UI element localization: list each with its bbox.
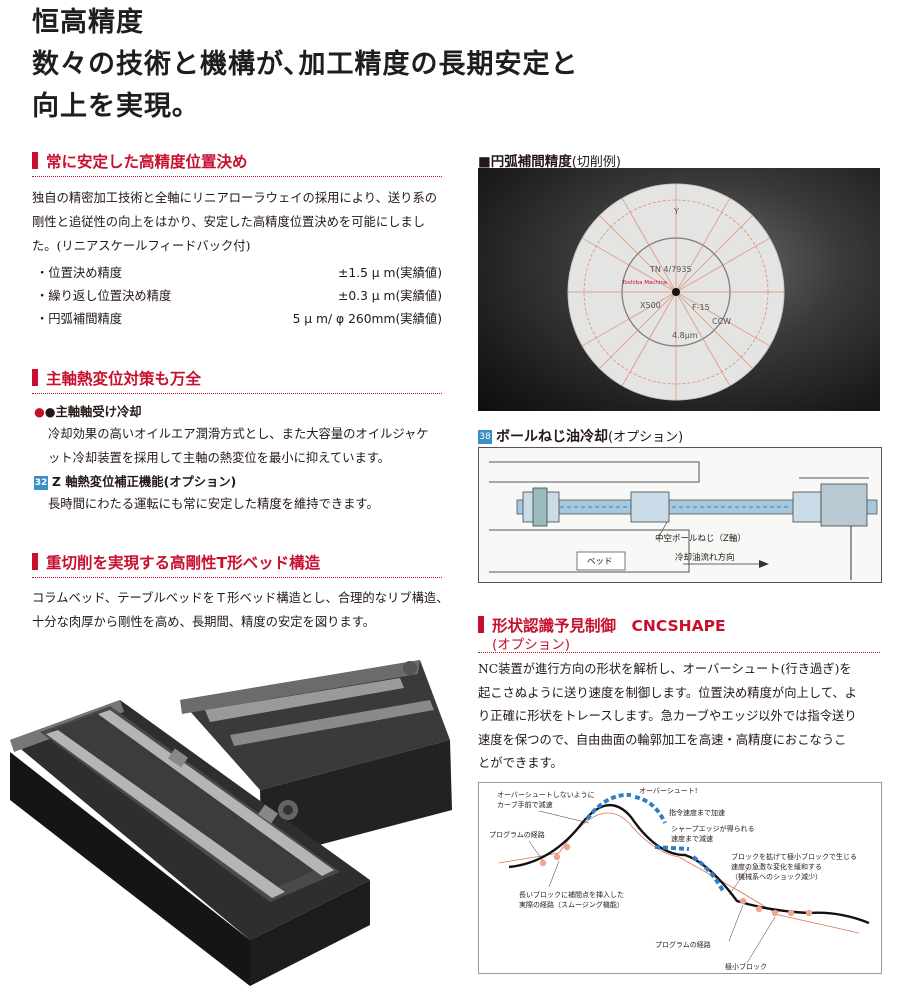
annotation-text: プログラムの経路: [655, 940, 711, 949]
spindle-cooling-title: ●●主軸軸受け冷却: [34, 405, 142, 419]
spindle-cooling-title-text: ●主軸軸受け冷却: [44, 405, 142, 419]
spindle-cooling-body: 冷却効果の高いオイルエア潤滑方式とし、また大容量のオイルジャケ ット冷却装置を採…: [48, 422, 464, 470]
circular-plate-photo: Y TN 4/7935 Toshiba Machine X500 F-15 CC…: [478, 168, 880, 411]
coolant-flow-label: 冷却油流れ方向: [675, 552, 735, 563]
option-number-badge: 38: [478, 429, 492, 444]
section-bed-header: 重切削を実現する高剛性T形ベッド構造: [32, 551, 442, 578]
annotation-text: ブロックを拡げて極小ブロックで生じる: [731, 852, 857, 861]
spec-label: ・円弧補間精度: [36, 312, 123, 326]
positioning-body-line: 剛性と追従性の向上をはかり、安定した高精度位置決めを可能にしまし: [32, 215, 426, 229]
ballscrew-header: 38 ボールねじ油冷却(オプション): [478, 426, 683, 446]
ballscrew-diagram: 中空ボールねじ（Z軸） ベッド 冷却油流れ方向: [478, 447, 882, 583]
cncshape-path-diagram: オーバーシュートしないように カーブ手前で減速 オーバーシュート! 指令速度まで…: [489, 787, 870, 971]
cncshape-body-line: とができます。: [478, 756, 563, 770]
section-cncshape-header: 形状認識予見制御 CNCSHAPE (オプション): [478, 614, 880, 653]
ballscrew-schematic: 中空ボールねじ（Z軸） ベッド 冷却油流れ方向: [489, 461, 878, 580]
plate-mark: CCW: [712, 317, 731, 326]
annotation-text: 長いブロックに補間点を挿入した: [519, 890, 624, 899]
plate-mark: Y: [673, 207, 679, 216]
annotation-text: シャープエッジが得られる: [671, 824, 755, 833]
cncshape-body-line: NC装置が進行方向の形状を解析し、オーバーシュート(行き過ぎ)を: [478, 662, 852, 676]
section-bed-title: 重切削を実現する高剛性T形ベッド構造: [46, 554, 321, 572]
bed-body-line: 十分な肉厚から剛性を高め、長期間、精度の安定を図ります。: [32, 615, 376, 629]
section-marker: [32, 152, 38, 169]
annotation-text: カーブ手前で減速: [497, 800, 553, 809]
z-axis-comp-title: 32 Z 軸熱変位補正機能(オプション): [34, 472, 464, 490]
circular-plate-illustration: Y TN 4/7935 Toshiba Machine X500 F-15 CC…: [567, 183, 785, 401]
spindle-cooling-line: 冷却効果の高いオイルエア潤滑方式とし、また大容量のオイルジャケ: [48, 427, 429, 441]
z-axis-comp-title-text: Z 軸熱変位補正機能(オプション): [52, 475, 237, 489]
section-marker: [478, 616, 484, 633]
cncshape-body-line: 速度を保つので、自由曲面の輪郭加工を高速・高精度におこなうこ: [478, 732, 847, 747]
option-number-badge: 32: [34, 475, 48, 490]
plate-mark: TN 4/7935: [649, 265, 692, 274]
annotation-text: 極小ブロック: [725, 962, 767, 971]
circular-accuracy-title: ■円弧補間精度: [478, 154, 572, 170]
z-axis-comp-body: 長時間にわたる運転にも常に安定した精度を維持できます。: [48, 497, 379, 511]
plate-mark: Toshiba Machine: [621, 280, 668, 286]
spindle-cooling-line: ット冷却装置を採用して主軸の熱変位を最小に抑えています。: [48, 451, 391, 465]
spec-label: ・位置決め精度: [36, 266, 123, 280]
annotation-text: プログラムの経路: [489, 830, 545, 839]
section-cncshape-title: 形状認識予見制御 CNCSHAPE: [492, 617, 726, 635]
bed-body: コラムベッド、テーブルベッドをＴ形ベッド構造とし、合理的なリブ構造、 十分な肉厚…: [32, 586, 462, 634]
annotation-text: オーバーシュートしないように: [497, 791, 595, 799]
ballscrew-suffix: (オプション): [608, 430, 684, 445]
spec-value: ±0.3 μ m(実績値): [338, 289, 442, 303]
hollow-ballscrew-label: 中空ボールねじ（Z軸）: [655, 533, 746, 544]
section-thermal-title: 主軸熱変位対策も万全: [46, 370, 202, 388]
annotation-text: 指令速度まで加速: [669, 808, 725, 817]
page-headline: 恒高精度 数々の技術と機構が､加工精度の長期安定と 向上を実現｡: [32, 2, 579, 128]
positioning-body-line: 独自の精密加工技術と全軸にリニアローラウェイの採用により、送り系の: [32, 191, 438, 205]
section-positioning-header: 常に安定した高精度位置決め: [32, 150, 442, 177]
annotation-text: オーバーシュート!: [639, 787, 698, 795]
circular-accuracy-header: ■円弧補間精度(切削例): [478, 150, 621, 170]
cncshape-body: NC装置が進行方向の形状を解析し、オーバーシュート(行き過ぎ)を 起こさぬように…: [478, 658, 883, 776]
plate-mark: X500: [640, 301, 661, 310]
cncshape-diagram: オーバーシュートしないように カーブ手前で減速 オーバーシュート! 指令速度まで…: [478, 782, 882, 974]
positioning-body-line: た。(リニアスケールフィードバック付): [32, 239, 251, 253]
section-thermal-header: 主軸熱変位対策も万全: [32, 367, 442, 394]
ballscrew-title: ボールねじ油冷却: [496, 429, 608, 445]
thermal-content: ●●主軸軸受け冷却 冷却効果の高いオイルエア潤滑方式とし、また大容量のオイルジャ…: [34, 402, 464, 516]
plate-mark: 4.8μm: [672, 331, 698, 340]
bed-label: ベッド: [587, 557, 613, 567]
headline-line-3: 向上を実現｡: [32, 91, 187, 122]
spec-value: 5 μ m/ φ 260mm(実績値): [292, 312, 442, 326]
section-positioning-title: 常に安定した高精度位置決め: [46, 153, 248, 171]
section-cncshape-subtitle: (オプション): [492, 637, 571, 653]
positioning-body: 独自の精密加工技術と全軸にリニアローラウェイの採用により、送り系の 剛性と追従性…: [32, 186, 462, 258]
t-bed-structure-image: [10, 660, 452, 986]
annotation-text: （機械系へのショック減少）: [731, 872, 822, 881]
section-marker: [32, 553, 38, 570]
spec-value: ±1.5 μ m(実績値): [338, 266, 442, 280]
headline-line-2: 数々の技術と機構が､加工精度の長期安定と: [32, 49, 579, 80]
section-marker: [32, 369, 38, 386]
headline-line-1: 恒高精度: [32, 7, 144, 38]
bed-body-line: コラムベッド、テーブルベッドをＴ形ベッド構造とし、合理的なリブ構造、: [32, 591, 449, 605]
annotation-text: 速度まで減速: [671, 834, 713, 843]
plate-mark: F-15: [692, 303, 710, 312]
cncshape-body-line: 起こさぬように送り速度を制御します。位置決め精度が向上して、よ: [478, 685, 857, 700]
annotation-text: 実際の経路（スムージング機能）: [519, 900, 624, 909]
annotation-text: 速度の急激な変化を緩和する: [731, 862, 822, 871]
cncshape-body-line: り正確に形状をトレースします。急カーブやエッジ以外では指令送り: [478, 709, 857, 723]
spec-label: ・繰り返し位置決め精度: [36, 289, 172, 303]
circular-accuracy-suffix: (切削例): [571, 155, 621, 170]
